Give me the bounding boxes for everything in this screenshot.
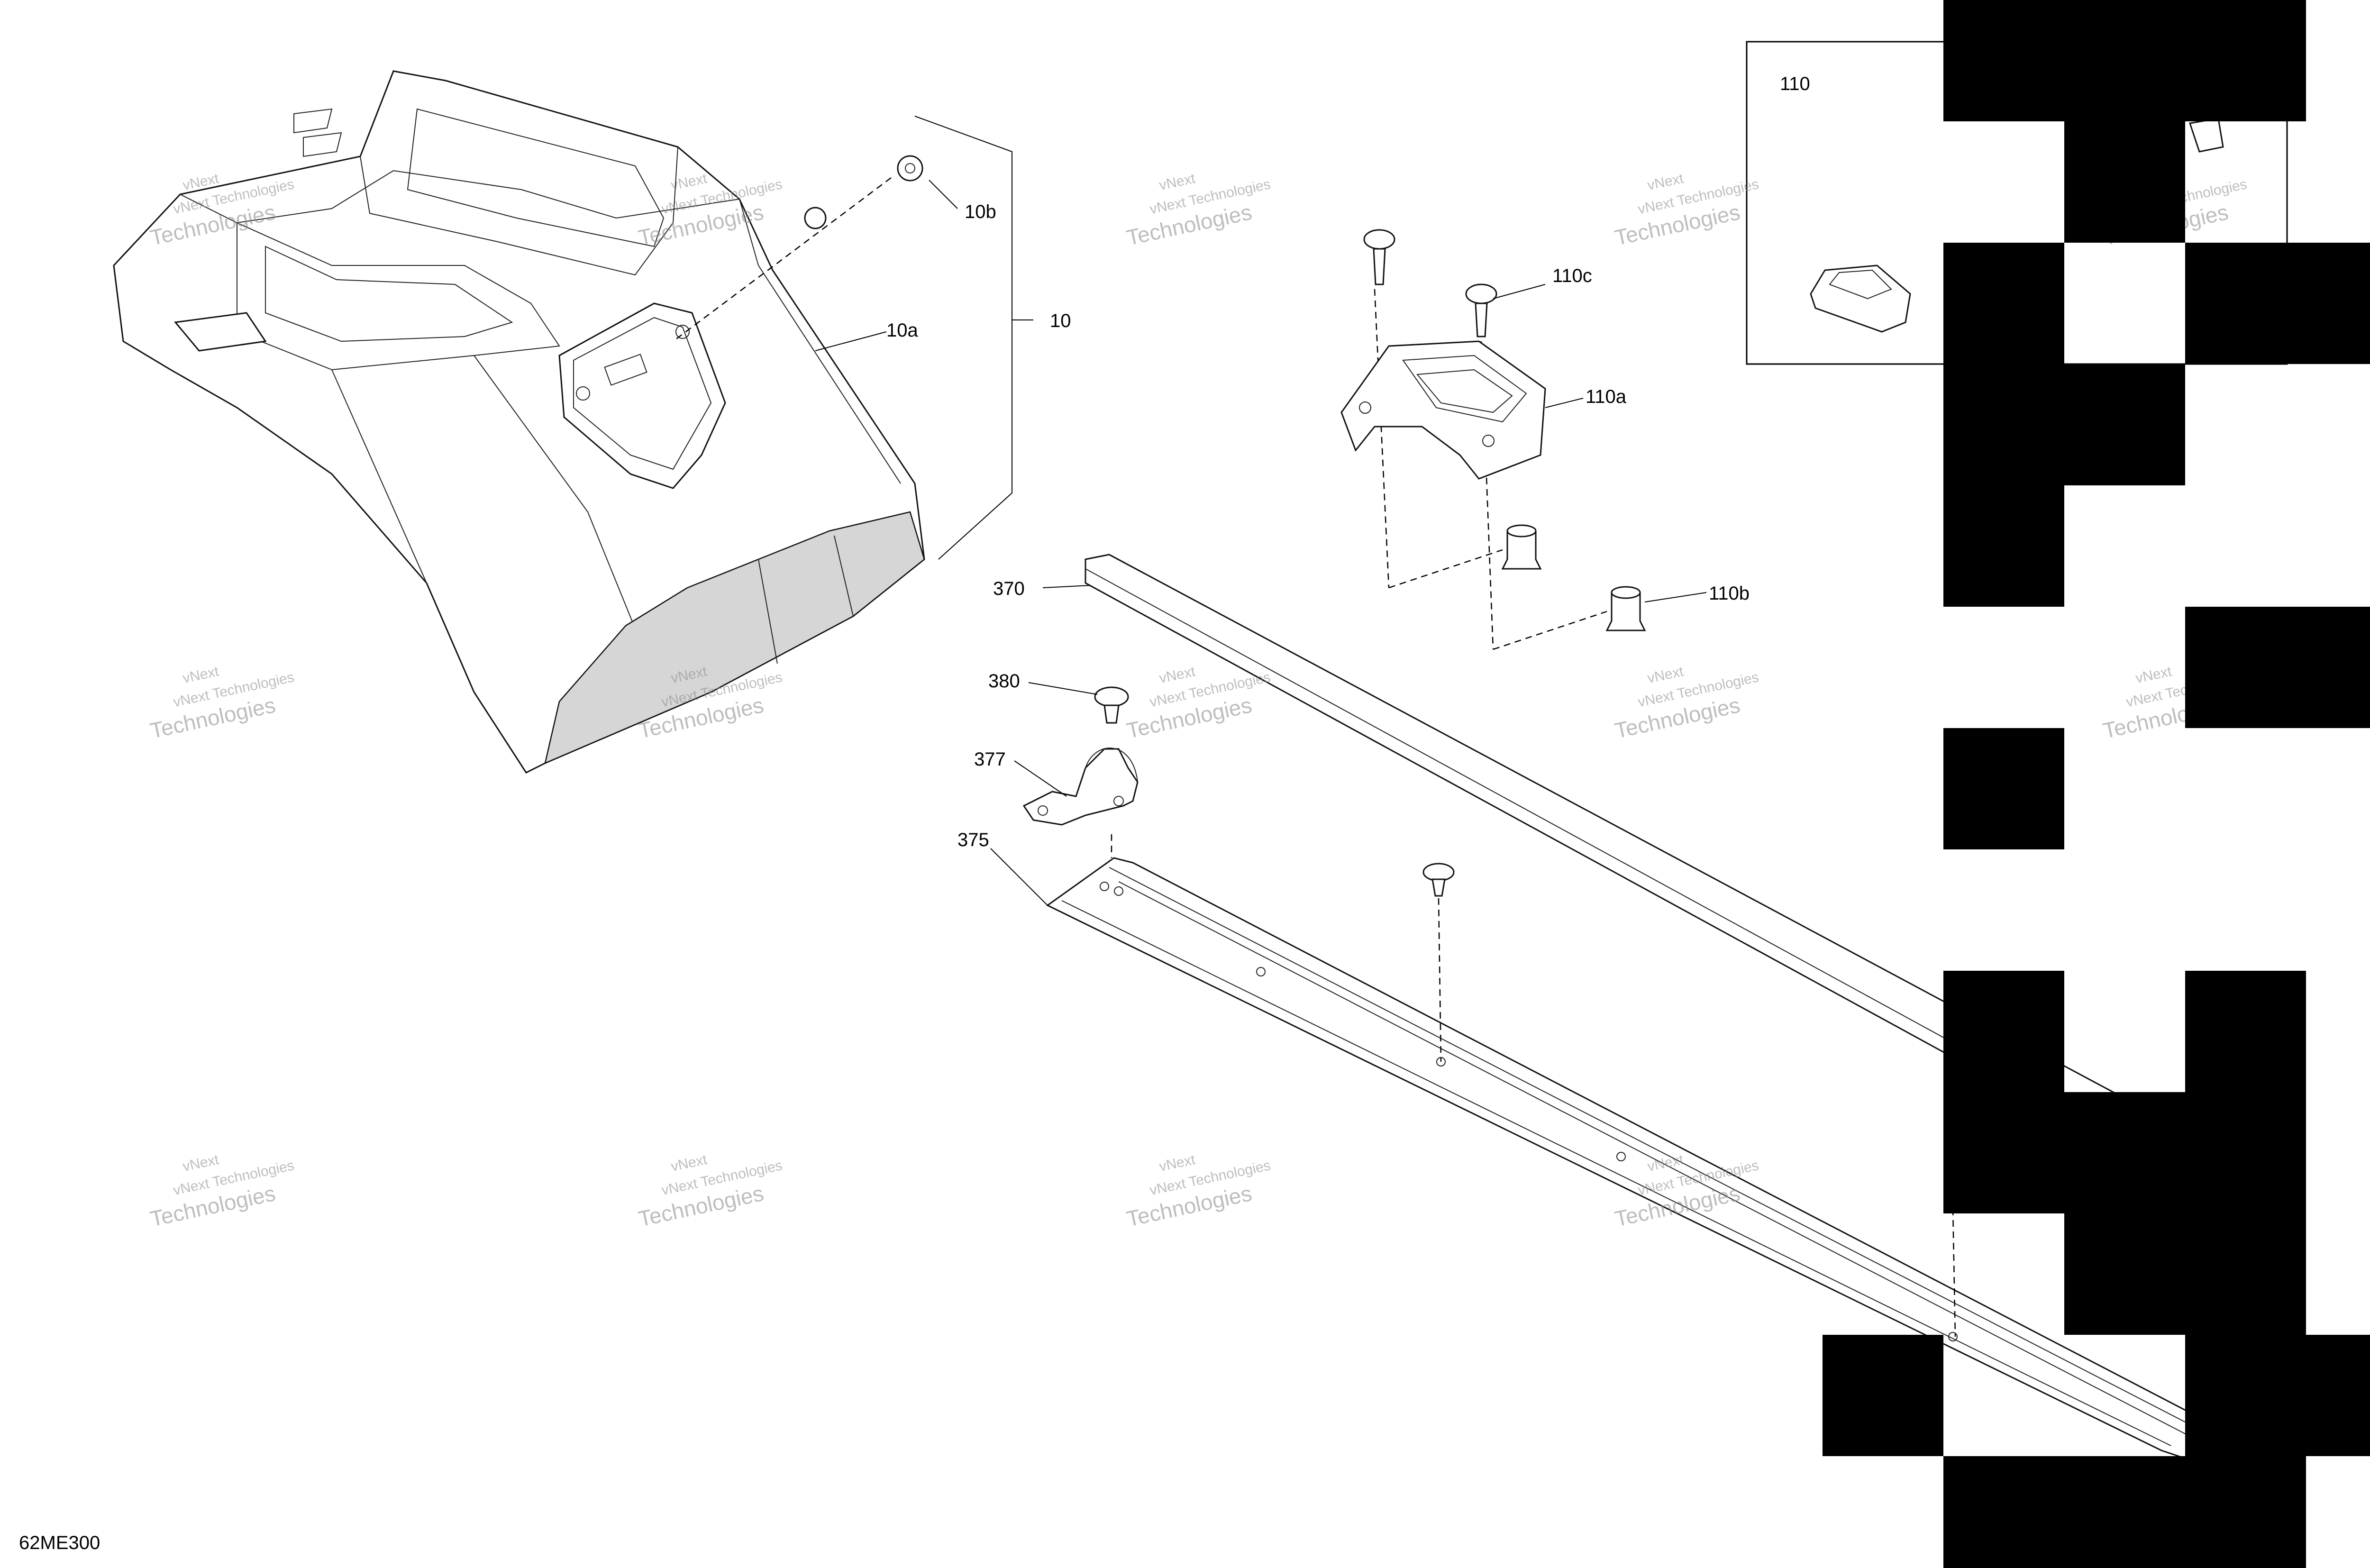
redaction-block [1943, 243, 2064, 485]
redaction-block [2185, 1335, 2370, 1456]
redaction-block [1823, 1335, 1943, 1456]
leader-110a [1545, 398, 1584, 408]
watermark-r1c3: vNext vNext Technologies Technologies [1124, 171, 1272, 250]
watermark-r1c4: vNext vNext Technologies Technologies [1613, 171, 1760, 250]
callout-380: 380 [988, 671, 1020, 692]
leader-110b [1644, 592, 1707, 602]
watermark-r3c1: vNext vNext Technologies Technologies [148, 1152, 295, 1231]
svg-text:vNext: vNext [1158, 664, 1197, 686]
redaction-block [2185, 971, 2306, 1335]
svg-text:vNext: vNext [182, 1152, 221, 1175]
callout-110b: 110b [1709, 583, 1750, 604]
redaction-block [1943, 1456, 2306, 1568]
part-380-screw [1094, 686, 1129, 724]
redaction-block [2064, 1092, 2185, 1335]
callout-10a: 10a [886, 320, 918, 341]
callout-110: 110 [1780, 73, 1810, 94]
callout-110a: 110a [1586, 386, 1627, 407]
leader-375 [990, 848, 1048, 906]
redaction-block [2064, 364, 2185, 485]
redaction-block [1943, 485, 2064, 607]
svg-text:vNext: vNext [1646, 171, 1686, 193]
svg-text:vNext: vNext [1646, 664, 1686, 686]
rail-screw [1422, 863, 1956, 1337]
watermark-r3c3: vNext vNext Technologies Technologies [1124, 1152, 1272, 1231]
callout-370: 370 [993, 578, 1025, 599]
svg-text:vNext: vNext [670, 1152, 709, 1175]
callout-375: 375 [957, 830, 989, 850]
part-10b-screws [673, 155, 923, 342]
redaction-block [2185, 243, 2370, 364]
redaction-block [1943, 728, 2064, 849]
leader-10b [929, 180, 958, 209]
watermark-r2c4: vNext vNext Technologies Technologies [1613, 664, 1760, 743]
watermark-r3c2: vNext vNext Technologies Technologies [636, 1152, 784, 1231]
leader-10a [815, 331, 887, 351]
leader-110c [1493, 284, 1546, 299]
callout-10: 10 [1050, 310, 1071, 331]
part-10-storage-cover [113, 70, 925, 774]
part-110a-bracket [1340, 340, 1546, 480]
callout-110c: 110c [1552, 265, 1592, 286]
part-110b-nuts [1388, 524, 1646, 650]
watermark-r2c1: vNext vNext Technologies Technologies [148, 664, 295, 743]
redaction-block [2064, 121, 2185, 243]
callout-10b: 10b [965, 201, 996, 222]
svg-text:vNext: vNext [2134, 664, 2174, 686]
svg-text:vNext: vNext [1158, 171, 1197, 193]
callout-377: 377 [974, 749, 1006, 770]
redaction-block [1943, 0, 2306, 121]
svg-text:vNext: vNext [182, 664, 221, 686]
part-377-clamp [1022, 748, 1139, 858]
diagram-code: 62ME300 [19, 1532, 100, 1553]
bracket-10 [914, 116, 1012, 560]
redaction-overlay [1823, 0, 2370, 1568]
leader-380 [1028, 682, 1098, 695]
redaction-block [1943, 971, 2064, 1213]
redaction-block [2185, 607, 2370, 728]
svg-text:vNext: vNext [1158, 1152, 1197, 1175]
leader-370 [1042, 585, 1091, 588]
leader-377 [1014, 760, 1067, 797]
